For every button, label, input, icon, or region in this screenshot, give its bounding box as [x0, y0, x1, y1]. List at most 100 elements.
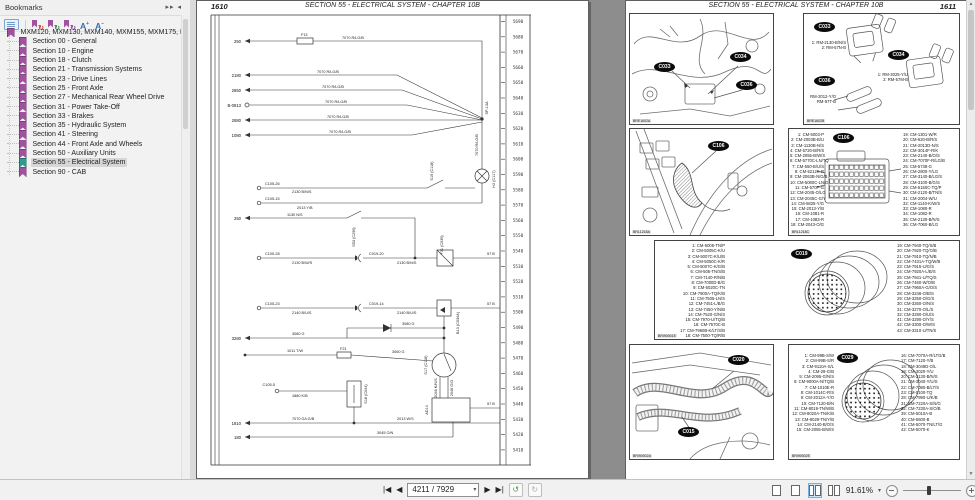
- previous-view-button[interactable]: ↺: [508, 483, 523, 497]
- wire-label: 2046 K/N/S: [434, 378, 438, 398]
- bookmark-item[interactable]: Section 27 - Mechanical Rear Wheel Drive: [0, 93, 182, 103]
- grid-number: 5680: [513, 34, 524, 40]
- wire-label: 7070 R/LG/B: [322, 85, 344, 89]
- dock-panel-icon[interactable]: ▸▸: [165, 4, 175, 11]
- bookmark-item[interactable]: Section 31 - Power Take-Off: [0, 102, 182, 112]
- pin-label: 27: CM-7960A-G/O/S: [897, 285, 938, 291]
- bookmark-item[interactable]: Section 35 - Hydraulic System: [0, 120, 182, 131]
- pin-label: 32: CM-1140-K/W/S: [903, 200, 941, 206]
- bookmark-item[interactable]: Section 10 - Engine: [0, 46, 182, 56]
- bookmark-item[interactable]: Section 41 - Steering: [0, 130, 182, 140]
- bookmark-actions-icon[interactable]: ↻: [64, 19, 76, 32]
- single-page-layout-button[interactable]: [770, 483, 784, 498]
- tree-connector: [7, 161, 19, 164]
- pin-label: 19: CM-7940-TQ/S/B: [897, 243, 937, 248]
- pin-label: 21: CM-2013D-N/S: [903, 142, 939, 148]
- bookmark-item[interactable]: Section 90 - CAB: [0, 167, 182, 177]
- bookmark-item[interactable]: Section 55 - Electrical System: [0, 158, 182, 168]
- zoom-level-value[interactable]: 91.61%: [845, 486, 873, 495]
- pin-label: 34: CM-1082-R: [903, 211, 932, 217]
- bookmark-item[interactable]: Section 44 - Front Axle and Wheels: [0, 139, 182, 149]
- bookmark-item[interactable]: Section 00 - General: [0, 37, 182, 47]
- expand-bookmarks-icon[interactable]: ↻: [32, 19, 44, 32]
- tree-connector: [7, 124, 19, 127]
- sidebar-scrollbar[interactable]: [181, 15, 190, 479]
- bookmarks-panel: Bookmarks ▸▸ ◂ ↻ ↻ ↻ A+ A− MXM120, MXM13…: [0, 0, 191, 479]
- pin-label: 17: CM-7120-Y/B: [901, 358, 934, 364]
- collapse-bookmarks-icon[interactable]: ↻: [48, 19, 60, 32]
- pin-label: 13: CM-2045C-G/Y: [790, 195, 826, 201]
- pin-label: 20: CM-620-B/R/S: [903, 137, 938, 143]
- bookmark-item[interactable]: Section 18 - Clutch: [0, 55, 182, 66]
- bookmark-item[interactable]: Section 21 - Transmission Systems: [0, 65, 182, 75]
- component-label: F13: [301, 33, 308, 37]
- pin-label: 26: CM-2800-Y/LG: [903, 169, 939, 175]
- sidebar-scrollbar-thumb[interactable]: [183, 19, 188, 129]
- bookmark-label: Section 33 - Brakes: [32, 112, 94, 120]
- bookmark-item[interactable]: Section 23 - Drive Lines: [0, 74, 182, 84]
- wire-label: 2140 B/U/S: [292, 311, 312, 315]
- valve-y31-row: [256, 249, 500, 267]
- grid-number: 5420: [513, 432, 524, 438]
- wire-network-top: [244, 37, 484, 169]
- pin-label: 35: CM-2130-B/N/S: [903, 216, 940, 222]
- increase-text-size-button[interactable]: A+: [80, 20, 90, 31]
- next-view-button[interactable]: ↻: [527, 483, 542, 497]
- page-number-left: 1610: [211, 2, 228, 11]
- facing-pages-layout-button[interactable]: [807, 483, 822, 498]
- bookmark-item[interactable]: MXM120, MXM130, MXM140, MXM155, MXM175, …: [0, 28, 182, 38]
- grid-number: 5670: [513, 50, 524, 56]
- zoom-slider[interactable]: [903, 486, 961, 495]
- wire-label: 2013 Y/B: [297, 206, 313, 210]
- callout-c029: C029: [837, 353, 858, 363]
- pin-label: 4: CM-29-G/B: [808, 368, 834, 374]
- c033-wire-labels: 1: RM-2130-B/N/S 2: RM-57N-B: [804, 40, 846, 51]
- grid-number: 5630: [513, 111, 524, 117]
- grid-number: 5530: [513, 264, 524, 270]
- bookmark-item[interactable]: Section 25 - Front Axle: [0, 83, 182, 94]
- previous-page-button[interactable]: ◀: [396, 485, 403, 494]
- collapse-panel-icon[interactable]: ◂: [177, 4, 182, 11]
- document-scrollbar-thumb[interactable]: [968, 10, 974, 110]
- page-dropdown-icon[interactable]: ▾: [473, 487, 477, 493]
- grid-number: 5510: [513, 294, 524, 300]
- last-page-button[interactable]: ▶|: [495, 485, 504, 494]
- pin-label: 23: CM-2140-B/O/S: [903, 153, 940, 159]
- pin-label: 7: CM-7140-R/N/B: [690, 274, 725, 280]
- callout-c019: C019: [791, 249, 812, 259]
- wire-label: 2: RM-57M-B: [883, 77, 908, 83]
- bookmark-ribbon-icon: [19, 37, 27, 47]
- zoom-in-button[interactable]: [966, 484, 975, 497]
- pin-label: 22: CM-3014F-R/K: [903, 147, 939, 153]
- page-number-input[interactable]: 4211 / 7929▾: [407, 483, 480, 497]
- grid-number: 5550: [513, 233, 524, 239]
- grid-number: 5540: [513, 249, 524, 255]
- switch-s19-symbol: [256, 179, 483, 206]
- document-scrollbar[interactable]: ▲ ▼: [966, 0, 975, 479]
- zoom-dropdown-icon[interactable]: ▾: [877, 488, 881, 494]
- pin-label: 28: CM-7990-U/K/B: [901, 395, 938, 401]
- component-label: H2 (C117): [492, 170, 496, 188]
- facing-continuous-layout-button[interactable]: [827, 483, 841, 498]
- scroll-up-icon[interactable]: ▲: [968, 1, 974, 7]
- zoom-out-button[interactable]: [886, 484, 898, 497]
- pin-label: 27: CM-3140-B/LG/S: [903, 174, 943, 180]
- bookmark-item[interactable]: Section 33 - Brakes: [0, 111, 182, 121]
- pin-label: 41: CM-5070-TN/LT/G: [901, 421, 943, 427]
- first-page-button[interactable]: |◀: [383, 485, 392, 494]
- pin-label: 20: CM-7920-TQ/O/B: [897, 248, 937, 254]
- decrease-text-size-button[interactable]: A−: [95, 20, 105, 31]
- bookmark-item[interactable]: Section 50 - Auxiliary Units: [0, 148, 182, 159]
- sensor-b13-row: [256, 299, 500, 317]
- pin-label: 13: CM-7450-Y/N/B: [688, 306, 725, 312]
- zoom-slider-thumb[interactable]: [927, 486, 931, 495]
- pin-label: 25: CM-5738-G: [903, 163, 932, 169]
- pin-label: 25: CM-7941-U/TQ/S: [897, 274, 937, 280]
- bookmark-label: Section 25 - Front Axle: [32, 84, 104, 92]
- c034-wire-labels: 1: RM-3025-Y/U 2: RM-57M-B: [866, 72, 908, 83]
- pin-label: 23: CM-0100-TQ: [901, 390, 933, 396]
- scroll-down-icon[interactable]: ▼: [968, 471, 974, 477]
- next-page-button[interactable]: ▶: [484, 485, 491, 494]
- continuous-layout-button[interactable]: [789, 483, 803, 498]
